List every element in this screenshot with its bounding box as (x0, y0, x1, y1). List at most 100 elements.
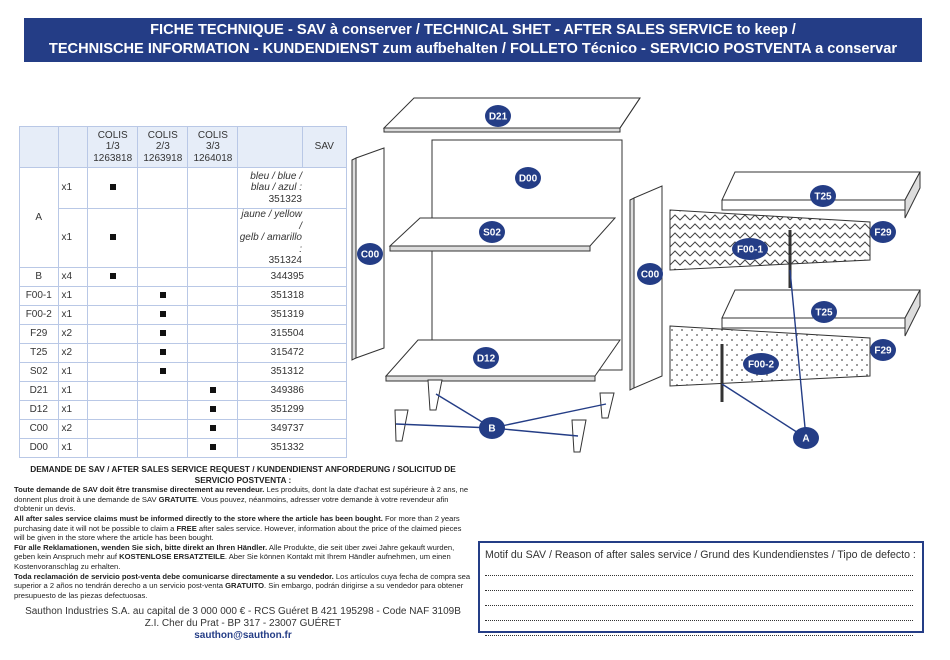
reason-label: Motif du SAV / Reason of after sales ser… (485, 549, 916, 561)
package-marker-icon (159, 291, 166, 298)
colis-cell (187, 266, 239, 287)
colis-cell (87, 285, 139, 306)
colis-cell (87, 342, 139, 363)
callout-c00: C00 (357, 243, 383, 265)
package-marker-icon (209, 386, 216, 393)
column-header (237, 126, 303, 168)
callout-d21: D21 (485, 105, 511, 127)
colis-cell (187, 418, 239, 439)
sav-cell: 351318 (237, 285, 347, 306)
service-request-section: DEMANDE DE SAV / AFTER SALES SERVICE REQ… (14, 464, 472, 600)
ref-cell: F29 (19, 323, 59, 344)
callout-f29: F29 (870, 221, 896, 243)
colis-cell (137, 342, 189, 363)
callout-f00-1: F00-1 (732, 238, 768, 260)
svg-text:F00-1: F00-1 (737, 245, 764, 256)
header-line-2: TECHNISCHE INFORMATION - KUNDENDIENST zu… (48, 41, 898, 57)
sav-cell: 349386 (237, 380, 347, 401)
company-email[interactable]: sauthon@sauthon.fr (194, 630, 292, 641)
colis-cell (137, 323, 189, 344)
colis-cell (137, 304, 189, 325)
colis-cell (187, 342, 239, 363)
sav-cell: bleu / blue /blau / azul :351323 (237, 167, 347, 209)
svg-text:T25: T25 (815, 308, 833, 319)
callout-t25: T25 (810, 185, 836, 207)
svg-text:A: A (802, 434, 809, 445)
colis-cell (137, 285, 189, 306)
reason-input-line[interactable] (485, 580, 913, 591)
column-header: SAV (301, 126, 348, 168)
reason-input-line[interactable] (485, 610, 913, 621)
svg-text:F00-2: F00-2 (748, 360, 775, 371)
ref-cell: S02 (19, 361, 59, 382)
qty-cell: x1 (57, 285, 89, 306)
colis-cell (187, 304, 239, 325)
reason-input-line[interactable] (485, 565, 913, 576)
feet (394, 379, 615, 453)
ref-cell: C00 (19, 418, 59, 439)
ref-cell: A (19, 167, 59, 268)
callout-d00: D00 (515, 167, 541, 189)
ref-cell: B (19, 266, 59, 287)
package-marker-icon (159, 367, 166, 374)
svg-text:C00: C00 (361, 250, 380, 261)
colis-cell (87, 361, 139, 382)
reason-input-line[interactable] (485, 595, 913, 606)
qty-cell: x1 (57, 399, 89, 420)
service-request-paragraph: Toute demande de SAV doit être transmise… (14, 485, 469, 514)
colis-cell (137, 361, 189, 382)
colis-cell (87, 399, 139, 420)
colis-cell (87, 380, 139, 401)
service-request-paragraph: Toda reclamación de servicio post-venta … (14, 571, 471, 600)
sav-cell: 349737 (237, 418, 347, 439)
company-line-1: Sauthon Industries S.A. au capital de 3 … (25, 606, 461, 617)
sav-cell: 351332 (237, 437, 347, 458)
drawer-1 (669, 171, 921, 288)
colis-cell (87, 167, 139, 209)
reason-lines (485, 565, 922, 636)
svg-text:S02: S02 (483, 228, 501, 239)
sav-cell: 315472 (237, 342, 347, 363)
ref-cell: T25 (19, 342, 59, 363)
colis-cell (87, 323, 139, 344)
qty-cell: x4 (57, 266, 89, 287)
callout-f00-2: F00-2 (743, 353, 779, 375)
header-banner: FICHE TECHNIQUE - SAV à conserver / TECH… (24, 18, 922, 62)
package-marker-icon (159, 348, 166, 355)
colis-cell (87, 208, 139, 268)
sav-cell: 351299 (237, 399, 347, 420)
reason-input-line[interactable] (485, 625, 913, 636)
svg-text:F29: F29 (874, 346, 892, 357)
qty-cell: x1 (57, 167, 89, 209)
colis-cell (137, 399, 189, 420)
company-line-2: Z.I. Cher du Prat - BP 317 - 23007 GUÉRE… (144, 618, 342, 629)
svg-text:D00: D00 (519, 174, 538, 185)
colis-cell (137, 167, 189, 209)
qty-cell: x2 (57, 418, 89, 439)
service-request-paragraph: Für alle Reklamationen, wenden Sie sich,… (14, 542, 455, 571)
callout-a: A (793, 427, 819, 449)
qty-cell: x1 (57, 208, 89, 268)
service-request-paragraph: All after sales service claims must be i… (14, 513, 462, 543)
svg-text:T25: T25 (814, 192, 832, 203)
qty-cell: x2 (57, 342, 89, 363)
colis-cell (87, 418, 139, 439)
ref-cell: F00-1 (19, 285, 59, 306)
colis-cell (87, 304, 139, 325)
svg-text:D21: D21 (489, 112, 508, 123)
column-header (19, 126, 59, 168)
